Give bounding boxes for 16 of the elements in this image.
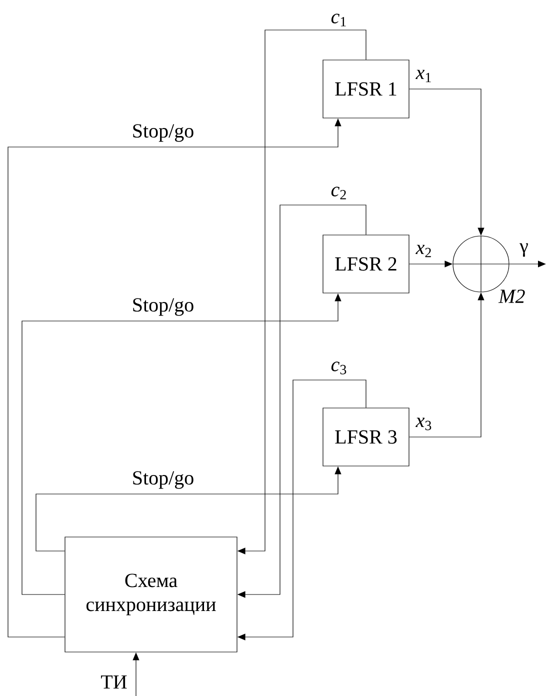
edge-label: x$_{3}$ xyxy=(416,418,432,430)
process-box: LFSR 2 xyxy=(322,234,410,294)
edge-label: γ xyxy=(520,243,528,257)
process-box: LFSR 3 xyxy=(322,408,410,466)
edge-label: c$_{2}$ xyxy=(331,186,346,200)
edge-label: x$_{2}$ xyxy=(416,244,431,258)
edge-label: ТИ xyxy=(101,675,127,689)
edge-label: c$_{1}$ xyxy=(331,14,346,26)
edge-label: Stop/go xyxy=(133,471,194,489)
edge-label: Stop/go xyxy=(133,124,194,142)
process-box: Схема синхронизации xyxy=(64,536,238,652)
process-box: LFSR 1 xyxy=(322,60,410,118)
edge-label: c$_{3}$ xyxy=(331,362,346,374)
edge-label: x$_{1}$ xyxy=(416,70,431,82)
node-label: M2 xyxy=(498,290,525,303)
edge-label: Stop/go xyxy=(133,298,194,316)
